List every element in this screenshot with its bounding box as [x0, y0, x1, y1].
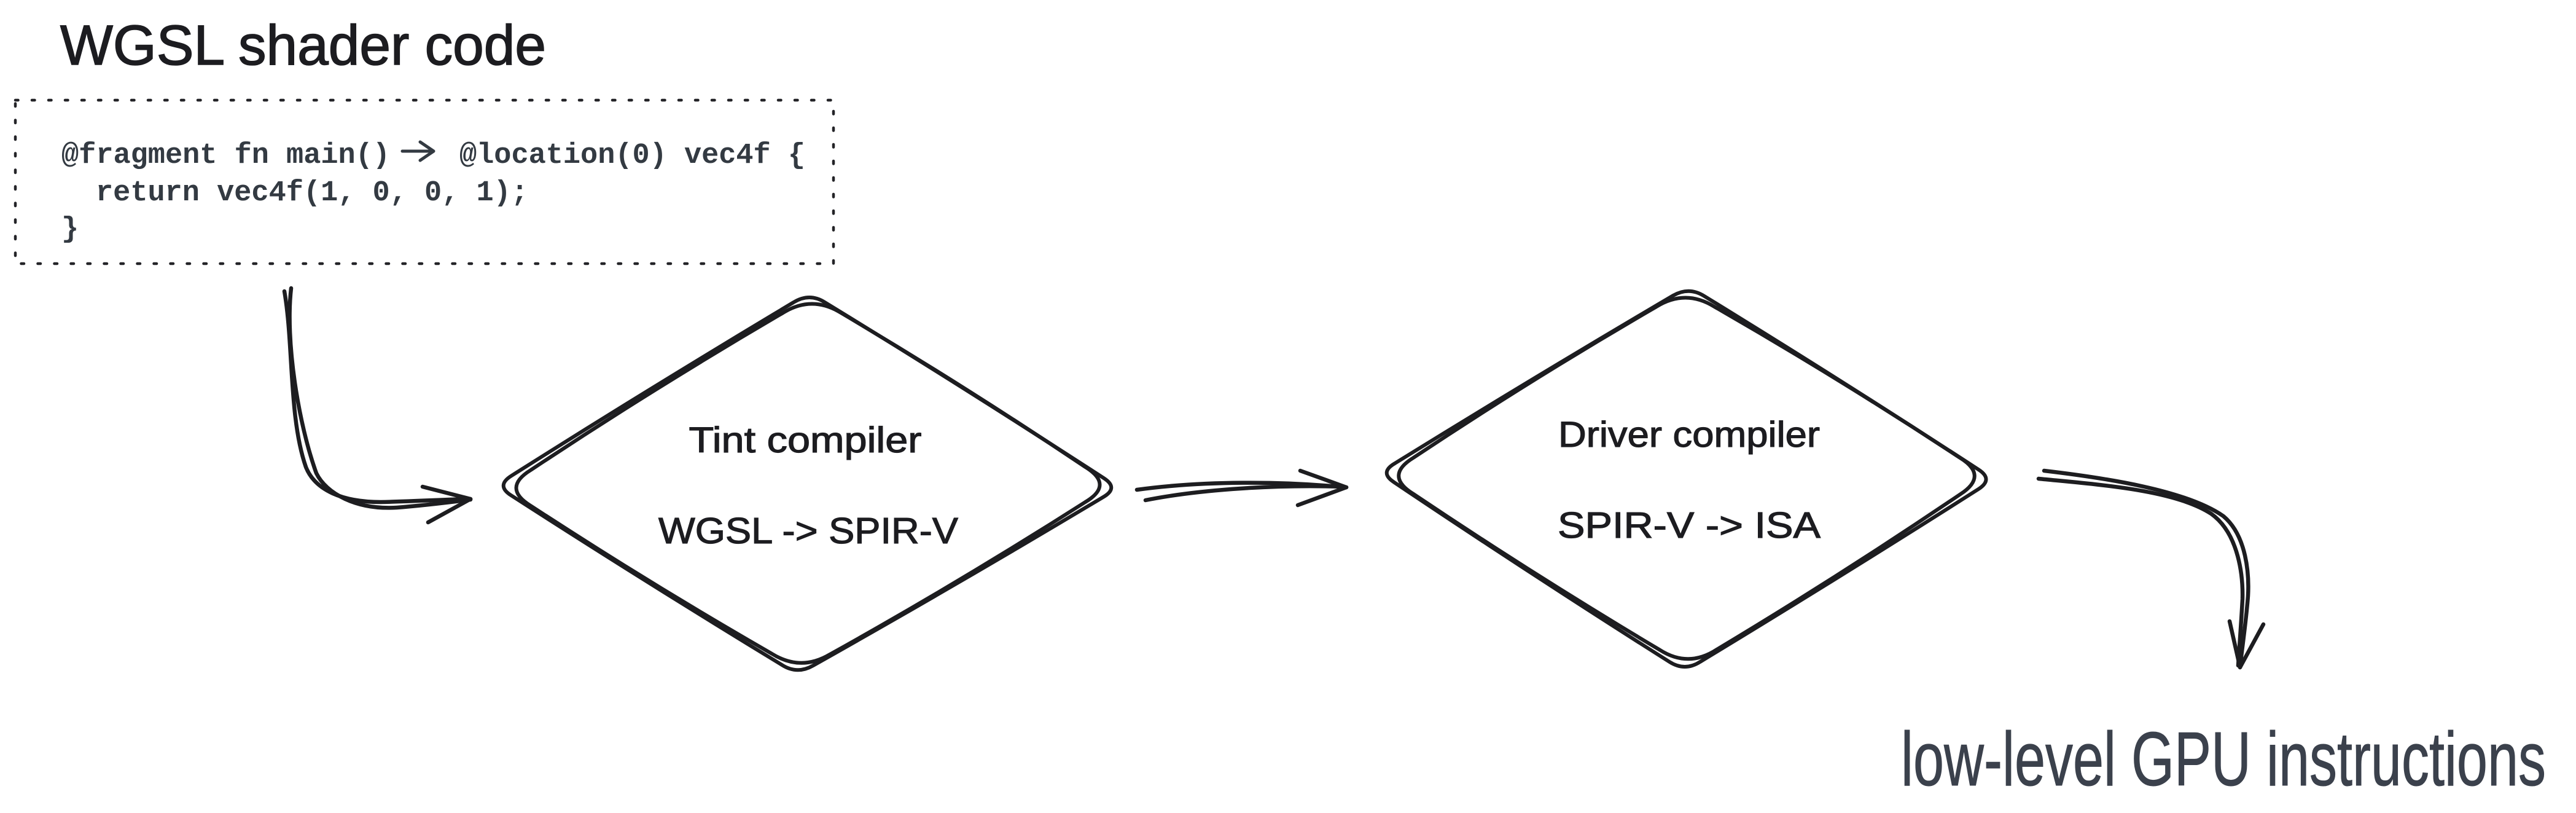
- svg-text:@fragment fn main(): @fragment fn main(): [61, 139, 390, 172]
- svg-text:SPIR-V -> ISA: SPIR-V -> ISA: [1558, 505, 1821, 546]
- svg-text:WGSL shader code: WGSL shader code: [60, 14, 546, 77]
- svg-text:return vec4f(1, 0, 0, 1);: return vec4f(1, 0, 0, 1);: [96, 177, 528, 210]
- svg-text:Tint compiler: Tint compiler: [689, 420, 922, 460]
- svg-text:Driver compiler: Driver compiler: [1558, 415, 1820, 455]
- svg-text:WGSL -> SPIR-V: WGSL -> SPIR-V: [658, 511, 959, 551]
- svg-text:@location(0) vec4f {: @location(0) vec4f {: [459, 139, 805, 172]
- svg-text:low-level GPU instructions: low-level GPU instructions: [1901, 717, 2546, 802]
- svg-text:}: }: [61, 213, 79, 246]
